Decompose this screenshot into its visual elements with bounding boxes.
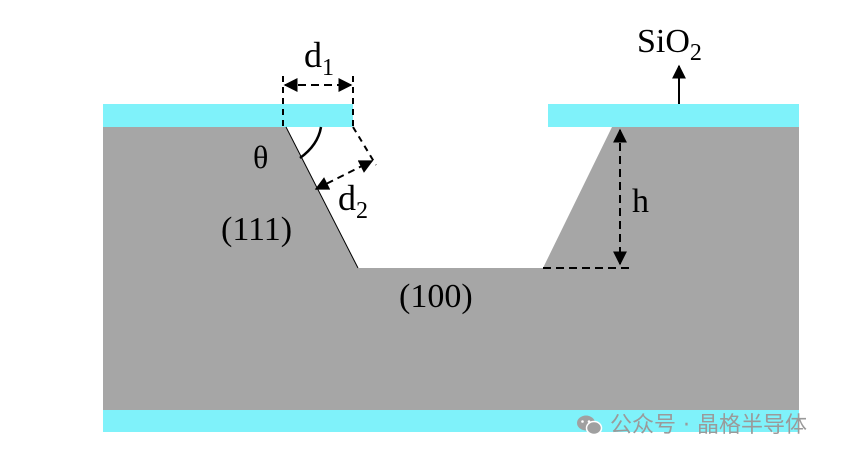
oxide-layer-bottom <box>103 410 799 432</box>
d2-extension <box>352 126 377 166</box>
theta-label: θ <box>253 139 268 175</box>
sio2-label: SiO2 <box>637 23 702 66</box>
watermark: 公众号 · 晶格半导体 <box>577 413 807 438</box>
sidewall-left-111 <box>285 126 359 269</box>
silicon-substrate <box>103 127 799 410</box>
d2-dimension-line <box>314 160 374 190</box>
plane-100-label: (100) <box>399 278 473 315</box>
plane-111-label: (111) <box>221 211 292 248</box>
theta-arc <box>299 126 323 160</box>
h-label: h <box>632 183 649 220</box>
d1-label: d1 <box>304 35 334 81</box>
watermark-text: 公众号 · 晶格半导体 <box>610 413 807 438</box>
oxide-mask-right <box>548 104 799 127</box>
oxide-mask-left <box>103 104 353 127</box>
wechat-icon <box>577 415 603 436</box>
d2-label: d2 <box>338 178 368 224</box>
